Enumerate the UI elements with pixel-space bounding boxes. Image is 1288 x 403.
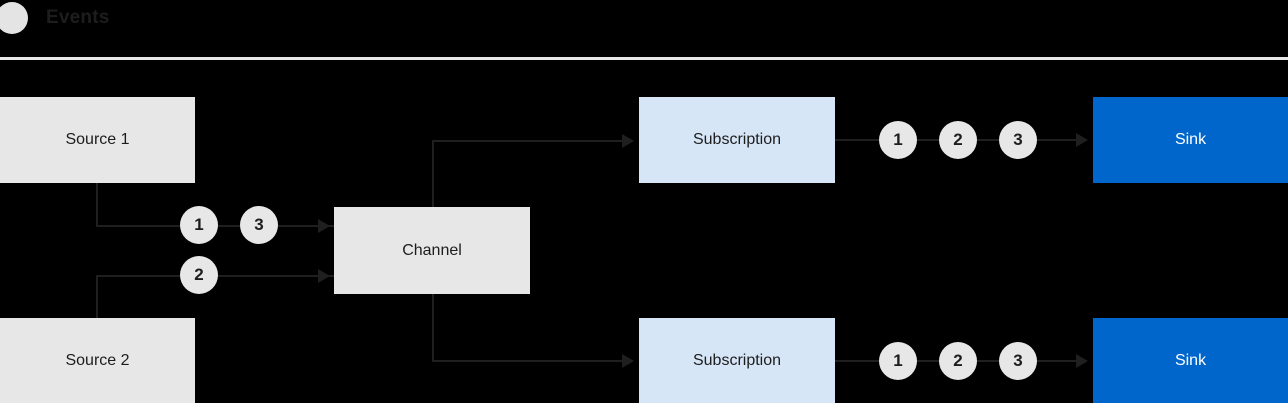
connector-channel-to-subscription-bottom [432, 360, 628, 362]
circle-icon [0, 2, 28, 34]
arrowhead-source2-to-channel [318, 269, 330, 283]
event-badge: 1 [879, 342, 917, 380]
event-badge: 2 [939, 121, 977, 159]
node-sink-bottom[interactable]: Sink [1093, 318, 1288, 403]
connector-channel-to-subscription-top [432, 140, 628, 142]
event-badge: 3 [999, 342, 1037, 380]
node-subscription-top[interactable]: Subscription [639, 97, 835, 183]
connector-channel-up-vertical [432, 140, 434, 208]
event-badge: 1 [879, 121, 917, 159]
header-divider [0, 57, 1288, 60]
event-badge: 2 [939, 342, 977, 380]
connector-channel-down-vertical [432, 293, 434, 362]
node-source-2[interactable]: Source 2 [0, 318, 195, 403]
connector-source1-vertical [96, 183, 98, 227]
node-channel[interactable]: Channel [334, 207, 530, 294]
node-source-1[interactable]: Source 1 [0, 97, 195, 183]
arrowhead-channel-to-subscription-bottom [622, 354, 634, 368]
event-badge: 3 [999, 121, 1037, 159]
arrowhead-channel-to-subscription-top [622, 134, 634, 148]
arrowhead-subscription-bottom-to-sink [1076, 354, 1088, 368]
node-sink-top[interactable]: Sink [1093, 97, 1288, 183]
arrowhead-source1-to-channel [318, 219, 330, 233]
connector-source2-vertical [96, 275, 98, 320]
page-title: Events [46, 7, 110, 28]
node-subscription-bottom[interactable]: Subscription [639, 318, 835, 403]
event-badge: 2 [180, 256, 218, 294]
event-badge: 1 [180, 206, 218, 244]
arrowhead-subscription-top-to-sink [1076, 133, 1088, 147]
event-badge: 3 [240, 206, 278, 244]
